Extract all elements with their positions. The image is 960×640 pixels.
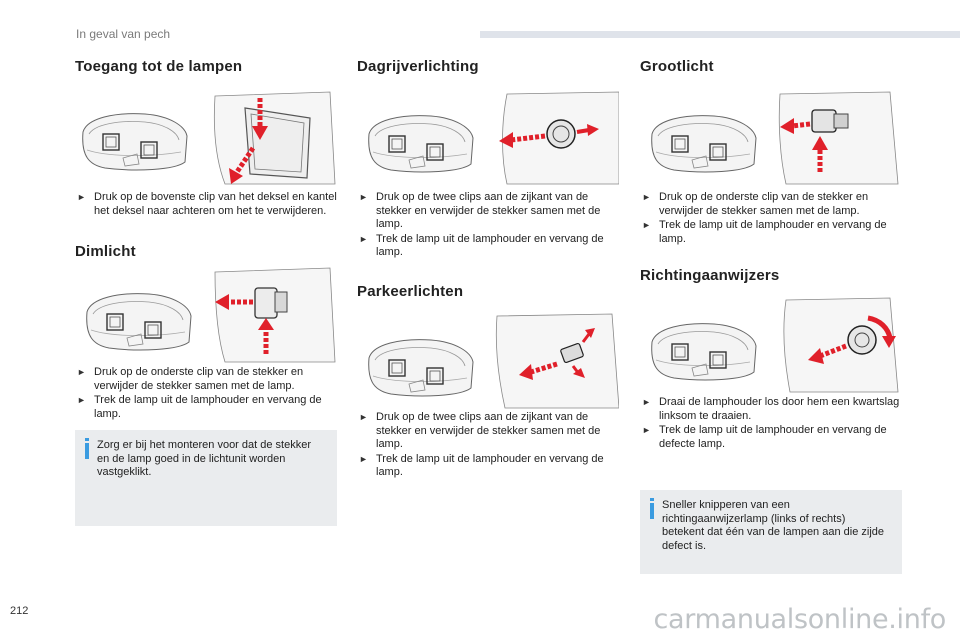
heading-dagrijverlichting: Dagrijverlichting [357,58,479,75]
illustration-grootlicht [640,88,902,188]
step-item: ►Druk op de twee clips aan de zijkant va… [359,411,601,451]
arrow-bullet-icon: ► [642,425,651,436]
step-item: ►Druk op de onderste clip van de stekker… [642,191,869,217]
illustration-dagrijverlichting [357,88,619,188]
heading-dimlicht: Dimlicht [75,243,136,260]
step-item: ►Trek de lamp uit de lamphouder en verva… [642,219,887,245]
arrow-bullet-icon: ► [359,233,368,244]
heading-richtingaanwijzers: Richtingaanwijzers [640,267,780,284]
illustration-dimlicht [75,266,337,366]
heading-grootlicht: Grootlicht [640,58,714,75]
section-header-title: In geval van pech [76,27,171,41]
info-icon [650,498,654,519]
arrow-bullet-icon: ► [77,367,86,377]
arrow-bullet-icon: ► [642,192,651,202]
step-item: ►Druk op de onderste clip van de stekker… [77,366,304,392]
info-note-dimlicht: Zorg er bij het monteren voor dat de ste… [75,430,337,526]
info-note-richtingaanwijzers: Sneller knipperen van een richtingaanwij… [640,490,902,574]
arrow-bullet-icon: ► [359,192,368,202]
step-item: ►Draai de lamphouder los door hem een kw… [642,396,900,422]
step-item: ►Trek de lamp uit de lamphouder en verva… [642,424,887,450]
steps-dimlicht: ►Druk op de onderste clip van de stekker… [75,366,337,422]
illustration-toegang [75,88,337,188]
arrow-bullet-icon: ► [77,395,86,406]
step-item: ►Druk op de bovenste clip van het deksel… [77,191,337,217]
arrow-bullet-icon: ► [642,220,651,231]
watermark: carmanualsonline.info [653,604,947,635]
arrow-bullet-icon: ► [77,192,86,202]
steps-grootlicht: ►Druk op de onderste clip van de stekker… [640,191,902,247]
heading-parkeerlichten: Parkeerlichten [357,283,464,300]
arrow-bullet-icon: ► [359,412,368,422]
illustration-richtingaanwijzers [640,296,902,396]
page-number: 212 [10,605,29,617]
illustration-parkeerlichten [357,312,619,412]
steps-richtingaanwijzers: ►Draai de lamphouder los door hem een kw… [640,396,902,452]
arrow-bullet-icon: ► [359,453,368,464]
arrow-bullet-icon: ► [642,397,651,407]
step-item: ►Trek de lamp uit de lamphouder en verva… [359,452,604,479]
steps-parkeerlichten: ►Druk op de twee clips aan de zijkant va… [357,411,619,481]
step-item: ►Trek de lamp uit de lamphouder en verva… [359,232,604,259]
steps-toegang: ►Druk op de bovenste clip van het deksel… [75,191,337,219]
steps-dagrijverlichting: ►Druk op de twee clips aan de zijkant va… [357,191,619,261]
info-icon [85,438,89,459]
header-bar [480,31,960,38]
heading-toegang: Toegang tot de lampen [75,58,243,75]
step-item: ►Trek de lamp uit de lamphouder en verva… [77,394,322,420]
step-item: ►Druk op de twee clips aan de zijkant va… [359,191,601,231]
